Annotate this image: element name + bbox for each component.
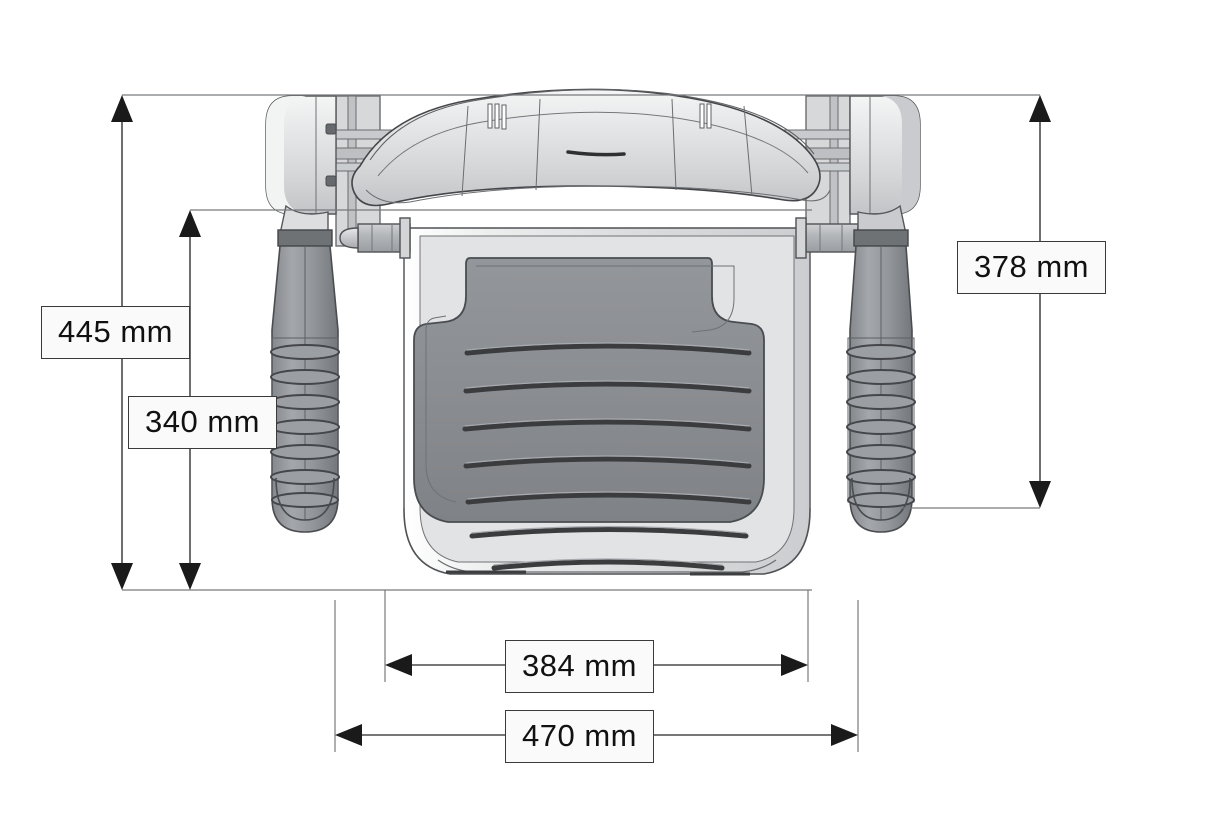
dimension-label-378: 378 mm [957,241,1106,294]
backrest-pad [351,88,831,207]
wall-bracket-left [265,95,337,215]
seat-slot-highlights [464,342,750,566]
dimension-label-340: 340 mm [128,396,277,449]
seat-insert [413,257,765,571]
dimension-label-445: 445 mm [41,306,190,359]
extension-lines [122,94,1040,752]
dimension-label-470: 470 mm [505,710,654,763]
hinge-pivot-left [339,217,411,259]
product-illustration [265,88,921,576]
support-handle-left [270,204,340,533]
handle-right-ribs [846,344,916,508]
seat-drainage-slots [462,343,752,571]
dimension-label-384: 384 mm [505,640,654,693]
support-handle-right [846,204,916,533]
wall-bracket-right [849,95,921,215]
dimension-line-378 [1029,95,1051,508]
